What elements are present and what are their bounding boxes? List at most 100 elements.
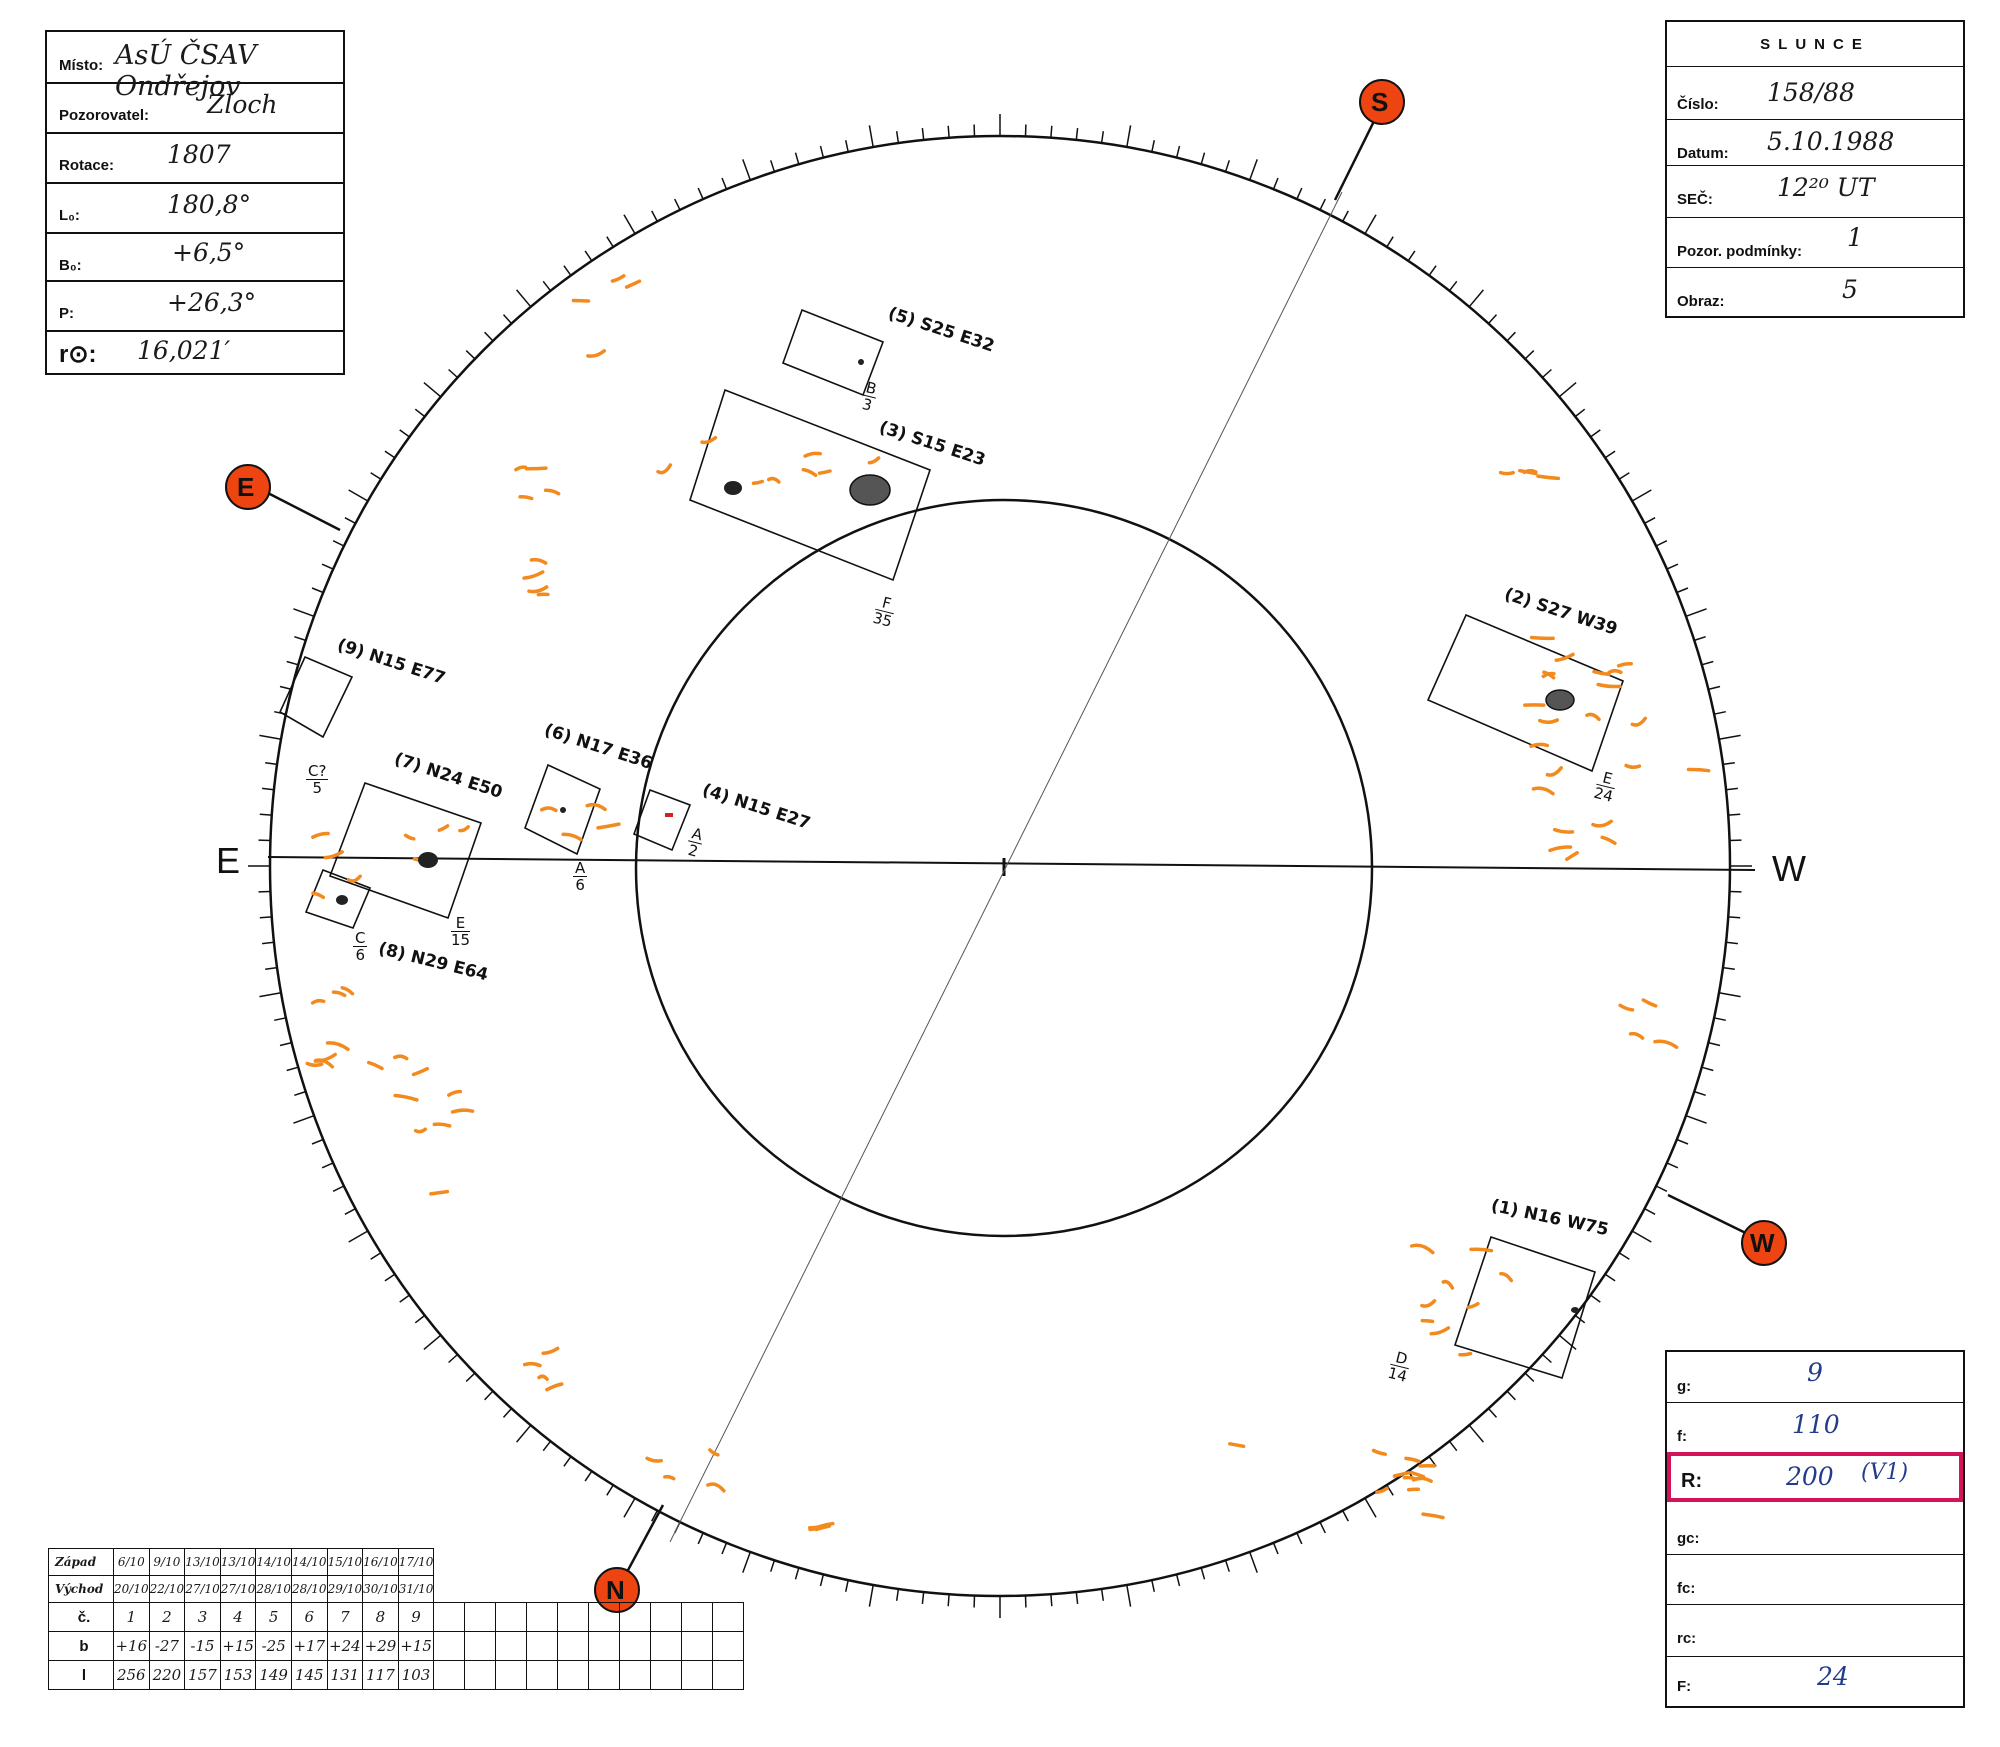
facula-stroke — [522, 570, 545, 580]
region-box-5 — [781, 308, 885, 397]
facula-stroke — [1592, 669, 1611, 677]
limb-tick — [1448, 1440, 1458, 1452]
sunspot-region-4 — [665, 813, 673, 817]
sun-title: SLUNCE — [1760, 36, 1870, 53]
limb-tick — [1175, 1574, 1181, 1587]
facula-stroke — [1552, 827, 1575, 834]
limb-tick — [921, 128, 925, 141]
facula-stroke — [1409, 1470, 1426, 1479]
limb-tick — [259, 734, 282, 740]
obraz-label: Obraz: — [1677, 293, 1725, 310]
limb-tick — [1604, 450, 1616, 459]
limb-tick — [1644, 517, 1656, 524]
region-frac-9: C?5 — [306, 762, 329, 797]
info-row-p: P: +26,3° — [47, 280, 343, 332]
l-row: l 256 220 157 153 149 145 131 117 103 — [48, 1660, 745, 1690]
facula-stroke — [1371, 1448, 1388, 1456]
stats-row-rc: rc: — [1667, 1604, 1963, 1657]
limb-tick — [1319, 198, 1326, 211]
facula-stroke — [1420, 1318, 1435, 1324]
r0-label: r⊙: — [59, 341, 97, 368]
limb-tick — [1541, 1353, 1552, 1364]
rotace-value: 1807 — [167, 140, 231, 169]
facula-stroke — [393, 1054, 409, 1061]
facula-stroke — [314, 1058, 335, 1069]
limb-tick — [384, 1273, 396, 1282]
limb-tick — [1487, 314, 1498, 325]
l0-value: 180,8° — [167, 190, 252, 219]
facula-stroke — [522, 1361, 542, 1368]
limb-tick — [1524, 350, 1535, 360]
l0-label: L₀: — [59, 207, 80, 224]
p-value: +26,3° — [167, 288, 257, 317]
limb-tick — [465, 350, 476, 360]
latitude-cell: +16 — [113, 1631, 150, 1661]
longitude-cell: 153 — [219, 1660, 257, 1690]
latitude-cell: -27 — [148, 1631, 186, 1661]
limb-tick — [1407, 250, 1416, 262]
limb-tick — [274, 1017, 287, 1022]
facula-stroke — [1591, 819, 1614, 828]
limb-tick — [1655, 540, 1668, 547]
sec-value: 12²⁰ UT — [1777, 173, 1875, 202]
region-box-2 — [1426, 613, 1625, 773]
vychod-cell: 30/10 — [362, 1575, 399, 1603]
misto-label: Místo: — [59, 57, 104, 74]
limb-tick — [1722, 761, 1735, 766]
F-value: 24 — [1817, 1662, 1849, 1691]
facula-stroke — [585, 802, 607, 812]
limb-tick — [321, 1162, 334, 1169]
limb-tick — [348, 1230, 369, 1243]
limb-tick — [1685, 608, 1707, 618]
facula-stroke — [1498, 470, 1515, 476]
latitude-cell: +24 — [326, 1631, 364, 1661]
marker-e-icon — [225, 464, 271, 510]
cislo-row-label: č. — [48, 1602, 114, 1632]
sunspot-region-6 — [560, 807, 566, 813]
facula-stroke — [447, 1089, 463, 1097]
r0-value: 16,021′ — [137, 336, 231, 365]
facula-stroke — [610, 274, 626, 283]
limb-tick — [1151, 140, 1156, 153]
facula-stroke — [700, 435, 718, 445]
limb-tick — [1718, 992, 1741, 998]
limb-tick — [606, 1484, 614, 1496]
zapad-cell: 14/10 — [290, 1548, 328, 1576]
east-west-line — [267, 856, 1756, 871]
limb-tick — [1590, 1294, 1601, 1303]
limb-tick — [844, 1579, 849, 1592]
longitude-cell: 117 — [362, 1660, 399, 1690]
marker-n-letter: N — [606, 1575, 625, 1605]
limb-tick — [947, 1594, 950, 1607]
observation-info-box: Místo: AsÚ ČSAV Ondřejov Pozorovatel: Zl… — [45, 30, 345, 375]
facula-stroke — [305, 1061, 324, 1068]
datum-value: 5.10.1988 — [1767, 127, 1895, 156]
group-number-cell: 7 — [326, 1602, 364, 1632]
facula-stroke — [1641, 998, 1658, 1008]
facula-stroke — [514, 465, 528, 472]
facula-stroke — [1653, 1039, 1679, 1049]
limb-tick — [1075, 1591, 1079, 1604]
limb-tick — [868, 1584, 874, 1607]
facula-stroke — [867, 456, 881, 465]
limb-tick — [259, 813, 272, 816]
b-row: b +16 -27 -15 +15 -25 +17 +24 +29 +15 — [48, 1631, 745, 1661]
facula-stroke — [1686, 767, 1711, 773]
info-row-r0: r⊙: 16,021′ — [47, 330, 343, 375]
limb-tick — [895, 1588, 900, 1601]
limb-tick — [584, 250, 593, 262]
facula-stroke — [393, 1093, 419, 1102]
limb-tick — [1248, 1551, 1258, 1573]
zapad-row: Západ 6/10 9/10 13/10 13/10 14/10 14/10 … — [48, 1548, 744, 1576]
limb-tick — [1725, 787, 1738, 791]
limb-tick — [265, 966, 278, 971]
group-table: Západ 6/10 9/10 13/10 13/10 14/10 14/10 … — [48, 1548, 745, 1690]
limb-tick — [1200, 1567, 1206, 1580]
limb-tick — [769, 1560, 776, 1572]
sun-row-pozor: Pozor. podmínky: 1 — [1667, 217, 1963, 268]
obraz-value: 5 — [1842, 275, 1858, 304]
info-row-rotace: Rotace: 1807 — [47, 132, 343, 184]
limb-tick — [1666, 1162, 1679, 1169]
